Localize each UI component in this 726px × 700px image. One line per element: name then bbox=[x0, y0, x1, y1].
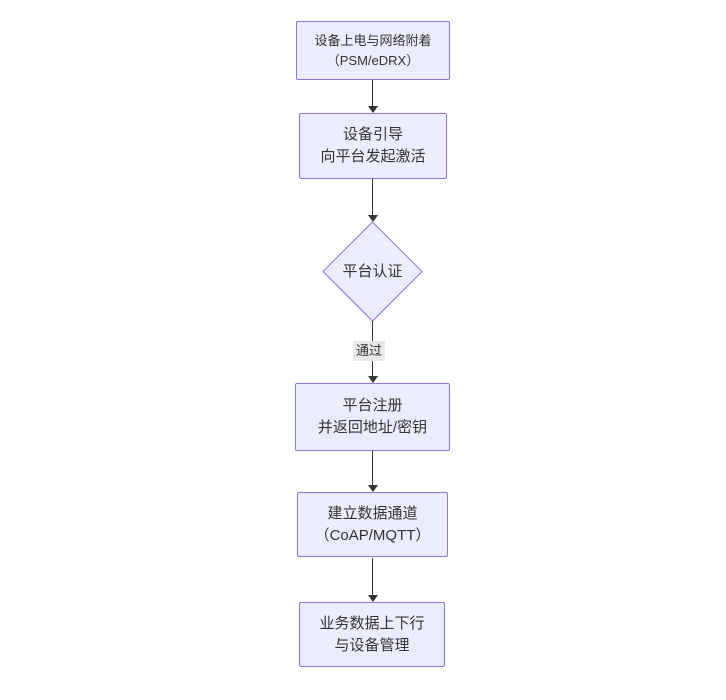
arrowhead-down-icon bbox=[368, 376, 378, 383]
node-text: 并返回地址/密钥 bbox=[317, 419, 428, 436]
node-text: 与设备管理 bbox=[334, 636, 410, 654]
node-platform-register: 平台注册 并返回地址/密钥 bbox=[295, 383, 450, 451]
node-text: 建立数据通道 bbox=[327, 504, 418, 522]
edge-line bbox=[372, 451, 373, 485]
node-text: 设备引导 bbox=[342, 126, 403, 143]
arrowhead-down-icon bbox=[368, 106, 378, 113]
edge-label-pass: 通过 bbox=[353, 341, 386, 361]
node-business-data: 业务数据上下行 与设备管理 bbox=[299, 602, 445, 667]
node-text: 设备上电与网络附着 bbox=[314, 32, 432, 48]
node-text: （CoAP/MQTT） bbox=[314, 526, 431, 544]
node-power-attach: 设备上电与网络附着 （PSM/eDRX） bbox=[296, 21, 450, 80]
node-bootstrap-activate: 设备引导 向平台发起激活 bbox=[299, 113, 447, 179]
node-text: 平台认证 bbox=[342, 263, 403, 280]
edge-line bbox=[372, 80, 373, 106]
node-data-channel: 建立数据通道 （CoAP/MQTT） bbox=[297, 492, 448, 557]
node-text: 平台注册 bbox=[342, 397, 403, 414]
node-text: 业务数据上下行 bbox=[319, 614, 425, 632]
arrowhead-down-icon bbox=[368, 595, 378, 602]
node-text: （PSM/eDRX） bbox=[326, 52, 420, 68]
arrowhead-down-icon bbox=[368, 215, 378, 222]
arrowhead-down-icon bbox=[368, 485, 378, 492]
edge-line bbox=[372, 558, 373, 595]
node-text: 向平台发起激活 bbox=[320, 148, 426, 165]
edge-line bbox=[372, 179, 373, 215]
